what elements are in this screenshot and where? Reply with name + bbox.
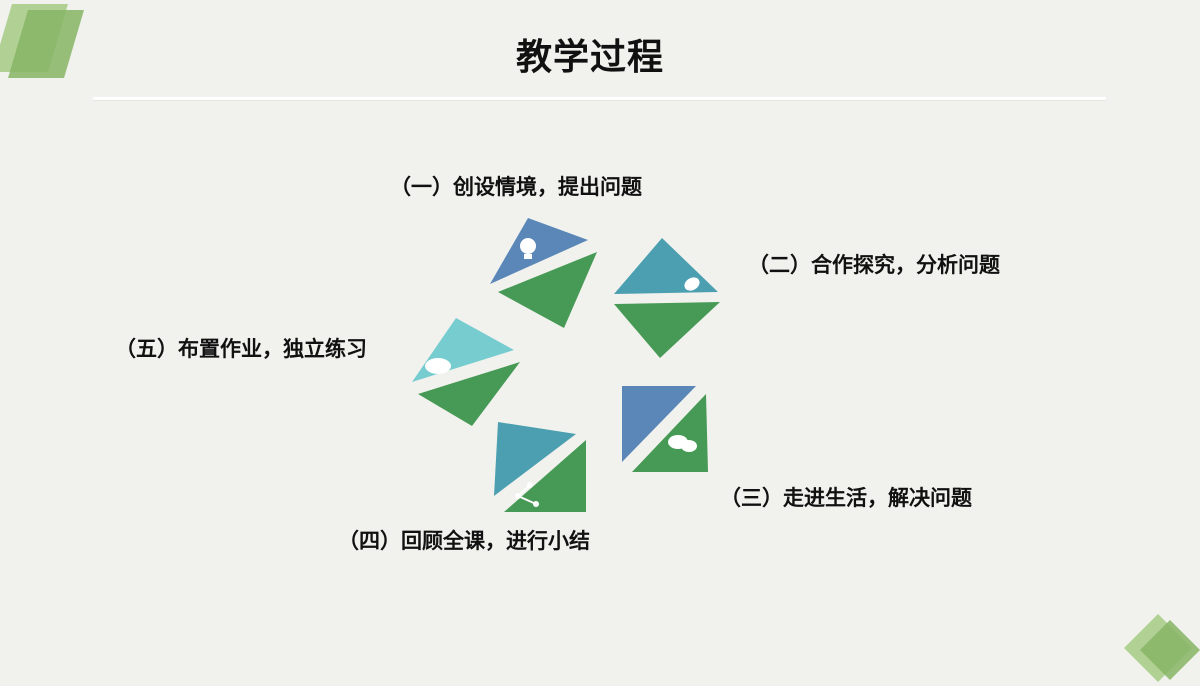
page-title: 教学过程 [515,37,664,78]
speech-cloud-icon [425,358,451,374]
step-four: （四）回顾全课，进行小结 [338,529,590,553]
title-divider [93,97,1106,100]
piece-2 [614,238,720,358]
piece-5 [412,318,520,426]
piece-1 [490,218,597,328]
cycle-graphic [412,218,720,512]
corner-decoration-bottom [1124,614,1200,682]
step-two: （二）合作探究，分析问题 [748,253,1000,277]
step-five: （五）布置作业，独立练习 [115,337,367,361]
piece-4 [494,422,586,512]
step-one: （一）创设情境，提出问题 [390,175,642,199]
step-three: （三）走进生活，解决问题 [720,486,972,510]
piece-3 [622,386,708,472]
lightbulb-icon [520,238,536,259]
chat-bubbles-icon [668,435,697,452]
share-icon [515,482,539,507]
corner-decoration-top [0,4,84,78]
leaf-icon [684,277,700,291]
